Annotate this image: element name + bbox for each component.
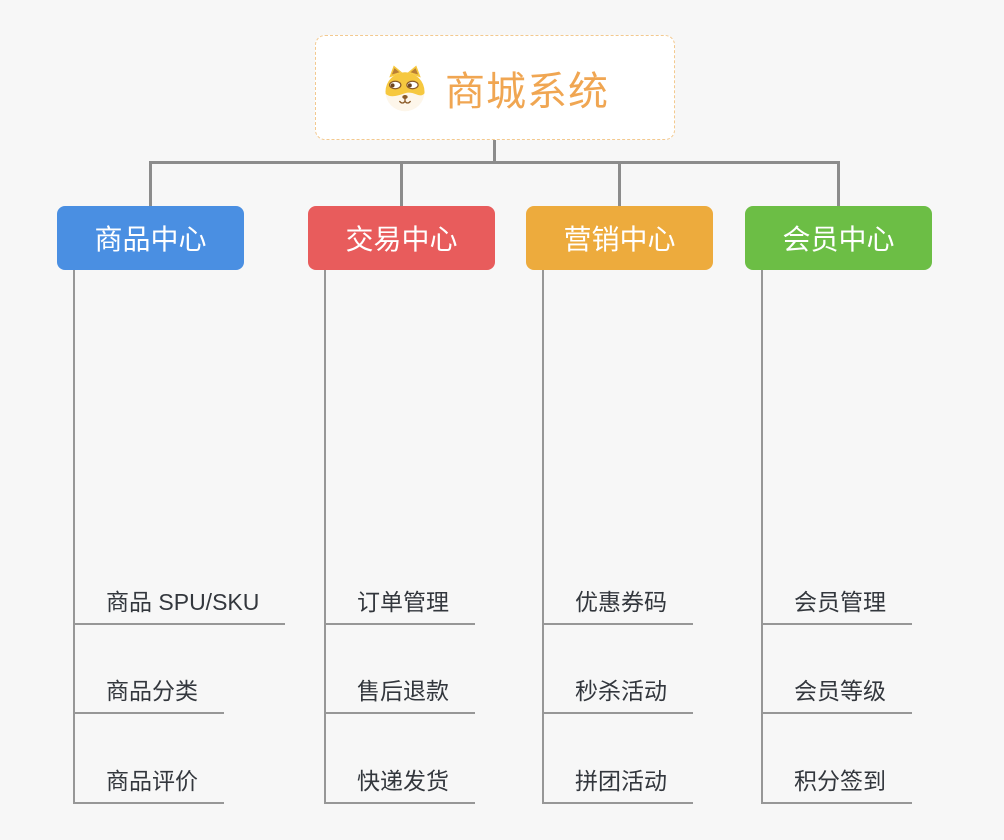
branch-node-product-center[interactable]: 商品中心: [57, 206, 244, 270]
leaf-node[interactable]: 优惠券码: [542, 587, 693, 625]
root-node-mall-system[interactable]: 商城系统: [315, 35, 675, 140]
connector-horizontal-bar: [149, 161, 840, 164]
root-node-label: 商城系统: [445, 69, 609, 114]
connector-spine-trade: [324, 270, 326, 802]
branch-node-member-center[interactable]: 会员中心: [745, 206, 932, 270]
dog-face-icon: [385, 65, 425, 111]
leaf-node[interactable]: 秒杀活动: [542, 676, 693, 714]
leaf-node[interactable]: 快递发货: [324, 766, 475, 804]
connector-drop-marketing: [618, 161, 621, 207]
leaf-node[interactable]: 积分签到: [761, 766, 912, 804]
branch-label: 交易中心: [345, 224, 458, 255]
connector-spine-member: [761, 270, 763, 802]
connector-spine-marketing: [542, 270, 544, 802]
leaf-node[interactable]: 订单管理: [324, 587, 475, 625]
branch-label: 商品中心: [94, 224, 207, 255]
connector-drop-product: [149, 161, 152, 207]
branch-node-trade-center[interactable]: 交易中心: [308, 206, 495, 270]
leaf-node[interactable]: 商品分类: [73, 676, 224, 714]
branch-node-marketing-center[interactable]: 营销中心: [526, 206, 713, 270]
leaf-node[interactable]: 商品评价: [73, 766, 224, 804]
leaf-node[interactable]: 拼团活动: [542, 766, 693, 804]
connector-drop-trade: [400, 161, 403, 207]
leaf-node[interactable]: 会员管理: [761, 587, 912, 625]
connector-drop-member: [837, 161, 840, 207]
connector-root-stub: [493, 140, 496, 163]
branch-label: 营销中心: [563, 224, 676, 255]
leaf-node[interactable]: 售后退款: [324, 676, 475, 714]
leaf-node[interactable]: 商品 SPU/SKU: [73, 587, 286, 625]
leaf-node[interactable]: 会员等级: [761, 676, 912, 714]
connector-spine-product: [73, 270, 75, 802]
branch-label: 会员中心: [782, 224, 895, 255]
